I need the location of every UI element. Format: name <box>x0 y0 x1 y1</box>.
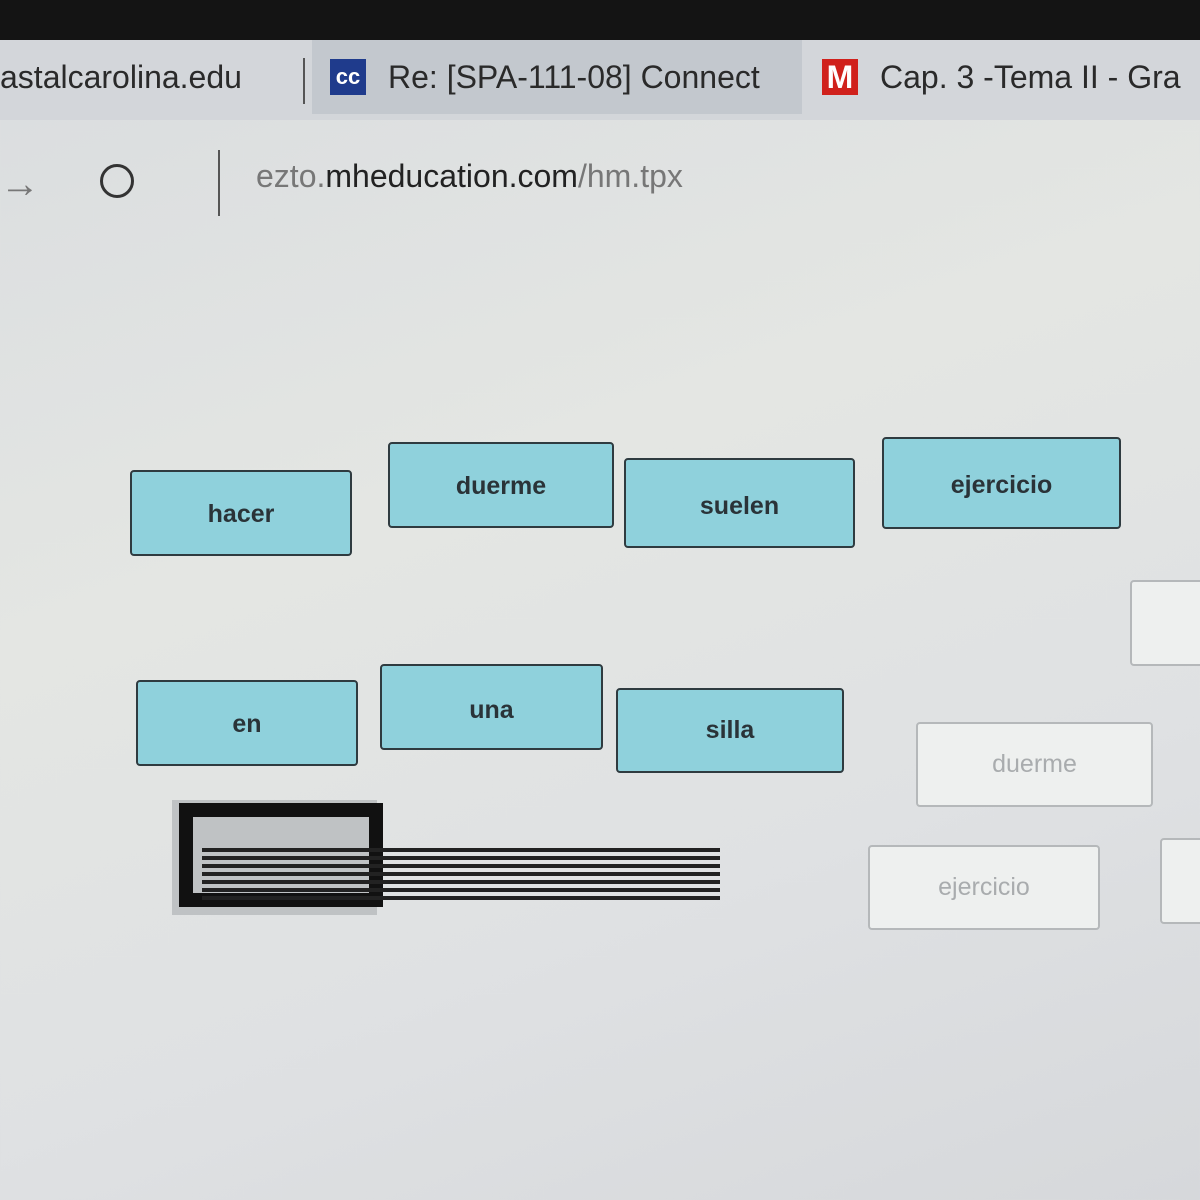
tab-connect-email[interactable]: cc Re: [SPA-111-08] Connect <box>312 40 802 114</box>
tab-label: Re: [SPA-111-08] Connect <box>388 58 760 95</box>
url-prefix: ezto. <box>256 158 326 194</box>
tab-label: astalcarolina.edu <box>0 58 242 95</box>
tile-label: una <box>469 696 514 724</box>
screen-top-bezel <box>0 0 1200 40</box>
tile-label: silla <box>705 716 755 744</box>
url-path: /hm.tpx <box>577 158 683 194</box>
drop-zone-empty[interactable] <box>1160 838 1200 924</box>
tile-label: suelen <box>699 492 780 520</box>
tab-cap3-tema2[interactable]: M Cap. 3 -Tema II - Gra <box>822 40 1200 114</box>
drop-zone-empty[interactable] <box>1130 580 1200 666</box>
word-tile-suelen[interactable]: suelen <box>624 458 855 548</box>
address-separator <box>218 150 220 216</box>
word-tile-hacer[interactable]: hacer <box>130 470 352 556</box>
cc-icon: cc <box>330 59 366 95</box>
tile-label: duerme <box>455 472 547 500</box>
drop-zone-duerme[interactable]: duerme <box>916 722 1153 807</box>
refresh-icon[interactable] <box>100 164 134 198</box>
drop-zone-ejercicio[interactable]: ejercicio <box>868 845 1100 930</box>
tile-label: hacer <box>207 500 275 528</box>
forward-icon[interactable]: → <box>0 162 40 206</box>
tile-label: ejercicio <box>950 471 1053 499</box>
tab-coastal-carolina[interactable]: astalcarolina.edu <box>0 40 300 114</box>
mcgraw-hill-icon: M <box>822 59 858 95</box>
url-field[interactable]: ezto.mheducation.com/hm.tpx <box>256 158 683 195</box>
tile-label: en <box>232 710 262 738</box>
word-tile-una[interactable]: una <box>380 664 603 750</box>
drop-zone-placeholder: ejercicio <box>938 873 1030 901</box>
word-tile-silla[interactable]: silla <box>616 688 844 773</box>
tab-strip: astalcarolina.edu cc Re: [SPA-111-08] Co… <box>0 40 1200 120</box>
address-bar-row: → <box>0 120 1200 220</box>
drop-zone-placeholder: duerme <box>992 750 1077 778</box>
word-tile-ejercicio[interactable]: ejercicio <box>882 437 1121 529</box>
tab-separator <box>303 58 305 104</box>
word-tile-duerme[interactable]: duerme <box>388 442 614 528</box>
tab-label: Cap. 3 -Tema II - Gra <box>880 58 1181 95</box>
redacted-scribble <box>172 800 720 915</box>
word-tile-en[interactable]: en <box>136 680 358 766</box>
url-domain: mheducation.com <box>325 158 578 194</box>
